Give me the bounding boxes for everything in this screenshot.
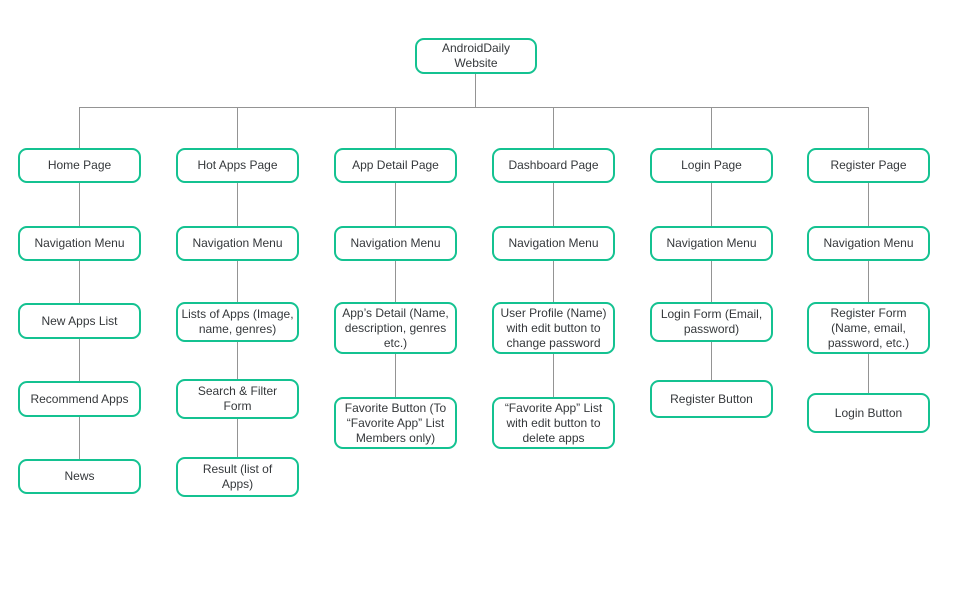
connector-segment (395, 183, 396, 226)
node-login-page: Login Page (650, 148, 773, 183)
connector-segment (868, 354, 869, 393)
node-dashboard-navigation-menu: Navigation Menu (492, 226, 615, 261)
connector-drop (79, 107, 80, 148)
node-login-button: Login Button (807, 393, 930, 433)
node-hot-apps-page: Hot Apps Page (176, 148, 299, 183)
connector-segment (868, 183, 869, 226)
connector-segment (237, 342, 238, 379)
node-favorite-app-list: “Favorite App” List with edit button to … (492, 397, 615, 449)
connector-segment (237, 183, 238, 226)
node-login-navigation-menu: Navigation Menu (650, 226, 773, 261)
node-home-navigation-menu: Navigation Menu (18, 226, 141, 261)
node-register-form: Register Form (Name, email, password, et… (807, 302, 930, 354)
node-search-filter-form: Search & Filter Form (176, 379, 299, 419)
node-result-list-of-apps: Result (list of Apps) (176, 457, 299, 497)
node-recommend-apps: Recommend Apps (18, 381, 141, 417)
connector-segment (79, 183, 80, 226)
connector-drop (237, 107, 238, 148)
node-news: News (18, 459, 141, 494)
connector-segment (711, 342, 712, 380)
connector-segment (711, 261, 712, 302)
connector-segment (79, 417, 80, 459)
node-register-navigation-menu: Navigation Menu (807, 226, 930, 261)
connector-branch-bar (79, 107, 869, 108)
node-login-form: Login Form (Email, password) (650, 302, 773, 342)
node-new-apps-list: New Apps List (18, 303, 141, 339)
connector-drop (868, 107, 869, 148)
node-hotapps-navigation-menu: Navigation Menu (176, 226, 299, 261)
node-apps-detail-info: App’s Detail (Name, description, genres … (334, 302, 457, 354)
connector-segment (553, 261, 554, 302)
node-user-profile: User Profile (Name) with edit button to … (492, 302, 615, 354)
connector-segment (237, 419, 238, 457)
connector-drop (711, 107, 712, 148)
connector-drop (553, 107, 554, 148)
connector-segment (553, 183, 554, 226)
node-register-page: Register Page (807, 148, 930, 183)
connector-segment (79, 261, 80, 303)
node-dashboard-page: Dashboard Page (492, 148, 615, 183)
node-androiddaily-website: AndroidDaily Website (415, 38, 537, 74)
node-home-page: Home Page (18, 148, 141, 183)
connector-segment (237, 261, 238, 302)
node-appdetail-navigation-menu: Navigation Menu (334, 226, 457, 261)
connector-segment (711, 183, 712, 226)
connector-drop (395, 107, 396, 148)
connector-segment (553, 354, 554, 397)
connector-segment (868, 261, 869, 302)
node-favorite-button: Favorite Button (To “Favorite App” List … (334, 397, 457, 449)
node-lists-of-apps: Lists of Apps (Image, name, genres) (176, 302, 299, 342)
connector-segment (395, 261, 396, 302)
node-register-button: Register Button (650, 380, 773, 418)
node-app-detail-page: App Detail Page (334, 148, 457, 183)
connector-segment (395, 354, 396, 397)
connector-segment (79, 339, 80, 381)
connector-root-stem (475, 74, 476, 107)
